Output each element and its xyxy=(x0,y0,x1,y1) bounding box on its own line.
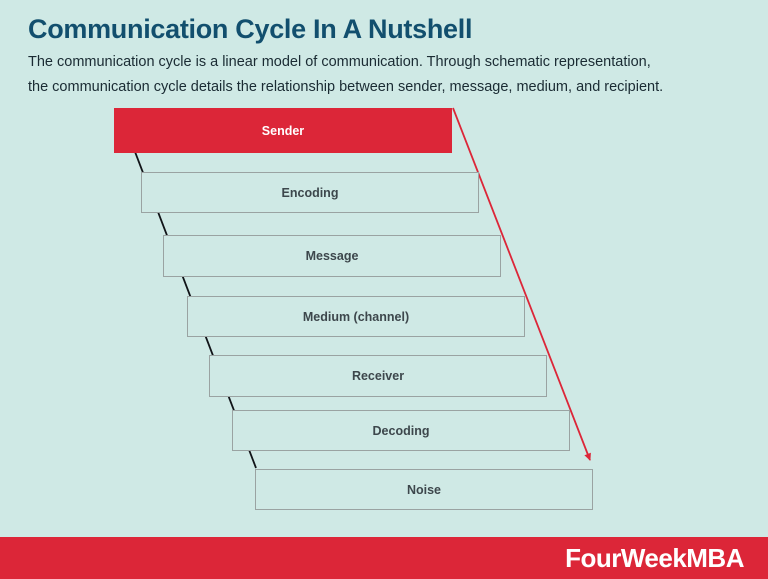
diagram-box-encoding: Encoding xyxy=(141,172,479,213)
diagram-box-sender: Sender xyxy=(114,108,452,153)
diagram-box-encoding-label: Encoding xyxy=(281,185,339,200)
diagram-box-decoding: Decoding xyxy=(232,410,570,451)
footer-bar: FourWeekMBA xyxy=(0,537,768,579)
diagram-box-noise: Noise xyxy=(255,469,593,510)
diagram-box-message: Message xyxy=(163,235,501,277)
diagram-box-medium-label: Medium (channel) xyxy=(302,309,410,324)
diagram-box-receiver: Receiver xyxy=(209,355,547,397)
diagram-box-medium: Medium (channel) xyxy=(187,296,525,337)
brand-logo: FourWeekMBA xyxy=(565,542,744,573)
noise-arrow xyxy=(452,107,591,461)
page-title: Communication Cycle In A Nutshell xyxy=(28,14,473,44)
diagram-box-sender-label: Sender xyxy=(261,123,305,138)
page-description: The communication cycle is a linear mode… xyxy=(28,54,664,95)
diagram-box-decoding-label: Decoding xyxy=(372,423,430,438)
diagram-box-receiver-label: Receiver xyxy=(351,369,405,383)
diagram-box-message-label: Message xyxy=(305,249,359,263)
diagram-box-noise-label: Noise xyxy=(406,482,442,497)
